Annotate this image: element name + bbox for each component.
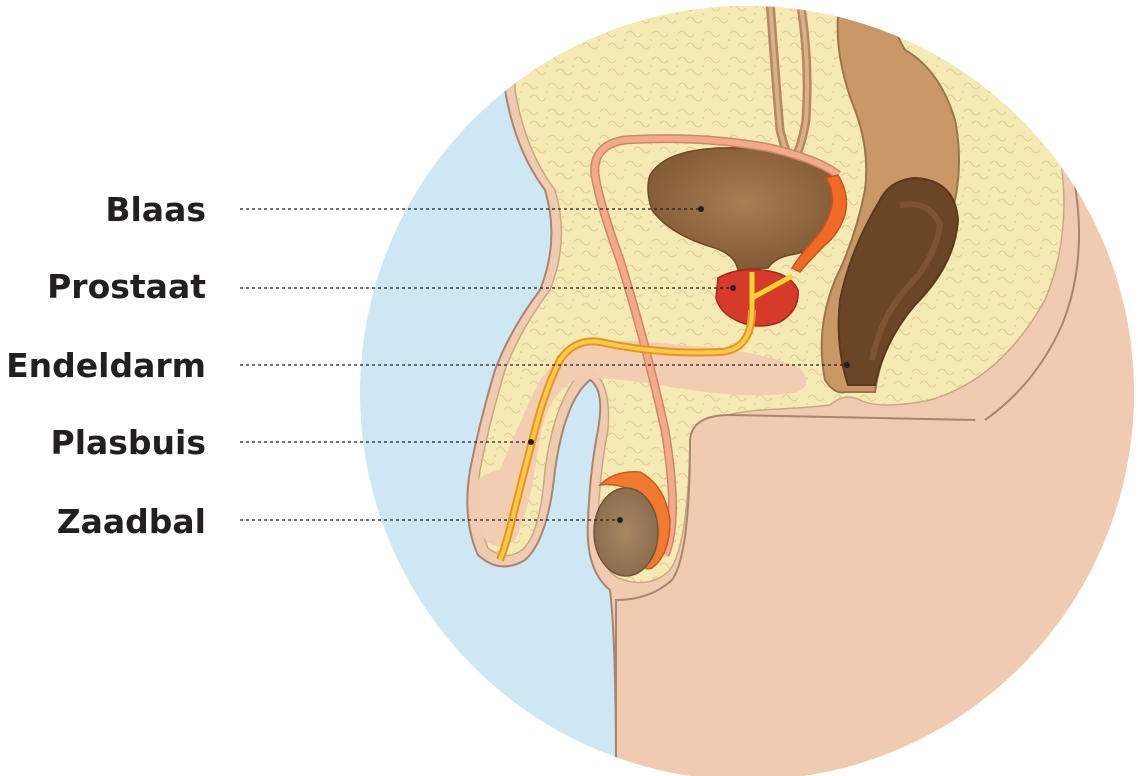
label-testicle: Zaadbal [57,502,206,541]
point-rectum [844,362,850,368]
label-bladder: Blaas [105,190,206,229]
thigh [615,413,1002,776]
testicle-shape [593,487,659,577]
point-prostate [730,285,736,291]
seminal-vesicle [790,174,848,273]
point-urethra [528,439,534,445]
label-prostate: Prostaat [47,267,206,306]
bladder-shape [647,147,841,271]
point-bladder [698,206,704,212]
label-urethra: Plasbuis [51,423,206,462]
penile-tissue [475,341,807,547]
rectum-inner [837,176,960,386]
point-testicle [617,517,623,523]
label-rectum: Endeldarm [6,346,206,385]
